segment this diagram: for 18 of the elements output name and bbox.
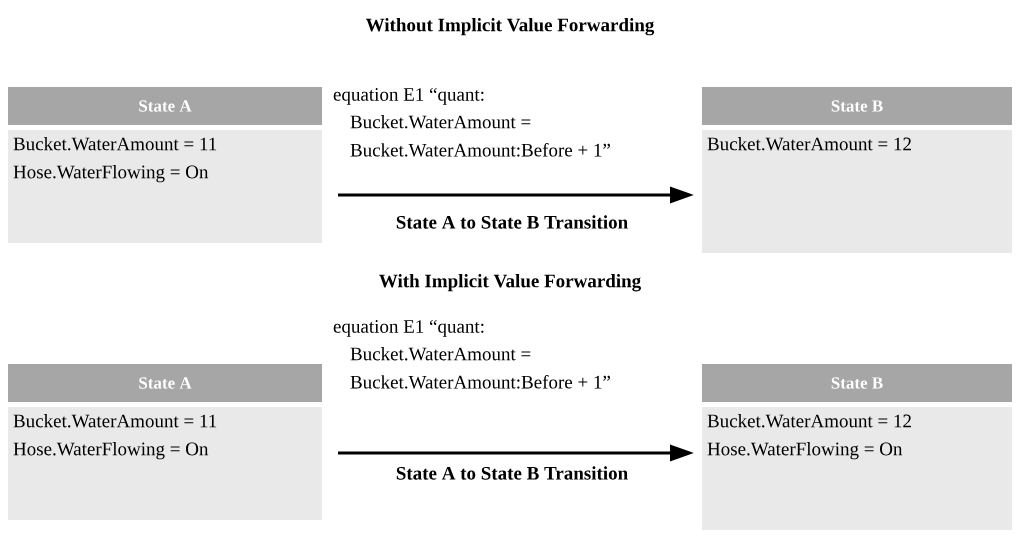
node-label: State A [139,100,192,112]
edge-label: State A to State B Transition [396,466,628,480]
equation-text: Bucket.WaterAmount = [350,115,531,129]
node-label: State B [831,377,883,389]
node-label: State B [831,100,883,112]
node-label: State A [139,377,192,389]
state-box: State B Bucket.WaterAmount = 12 [702,87,1012,253]
section-heading: Without Implicit Value Forwarding [365,18,655,36]
section-heading: With Implicit Value Forwarding [379,274,641,292]
equation-text: Bucket.WaterAmount:Before + 1” [350,375,610,389]
equation-text: Bucket.WaterAmount = [350,347,531,361]
state-box: State A Bucket.WaterAmount = 11 Hose.WaterFlowing = On [8,364,322,520]
state-box: State A Bucket.WaterAmount = 11 Hose.WaterFlowing = On [8,87,322,243]
state-box: State B Bucket.WaterAmount = 12 Hose.WaterFlowing = On [702,364,1012,530]
equation-text: equation E1 “quant: [333,320,484,337]
equation-text: Bucket.WaterAmount:Before + 1” [350,143,610,157]
equation-text: equation E1 “quant: [333,88,484,105]
edge-label: State A to State B Transition [396,215,628,229]
